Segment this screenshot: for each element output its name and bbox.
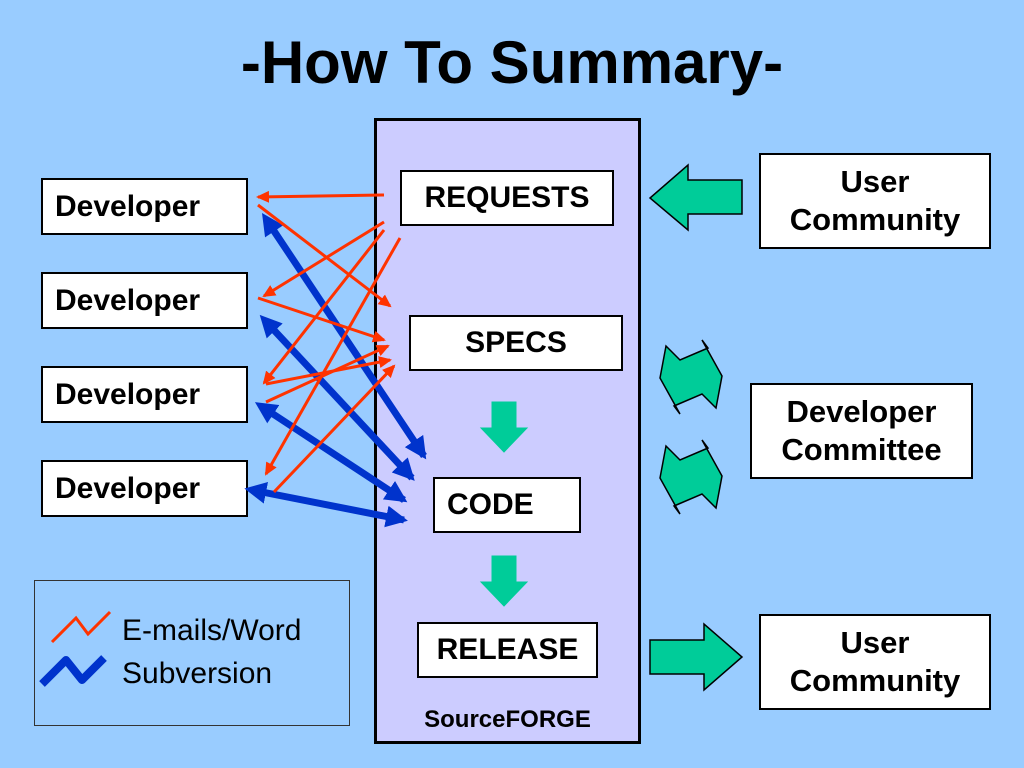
legend-svn-icon <box>39 655 107 687</box>
flow-arrow-right-bottom <box>649 622 744 692</box>
code-box[interactable]: CODE <box>433 477 581 533</box>
email-arrow-5 <box>264 237 402 476</box>
legend-box <box>34 580 350 726</box>
requests-box[interactable]: REQUESTS <box>400 170 614 226</box>
developer-box-4[interactable]: Developer <box>41 460 248 517</box>
email-arrow-4 <box>262 229 386 385</box>
developer-box-1[interactable]: Developer <box>41 178 248 235</box>
user-community-line-1: User <box>840 625 910 660</box>
double-arrow-upper <box>659 339 723 415</box>
email-arrow-9 <box>272 364 396 494</box>
email-arrow-2 <box>257 203 392 308</box>
code-label: CODE <box>447 488 534 521</box>
release-label: RELEASE <box>436 633 579 666</box>
sourceforge-label: SourceFORGE <box>424 706 591 733</box>
release-box[interactable]: RELEASE <box>417 622 598 678</box>
user-community-line-1: User <box>840 164 910 199</box>
user-community-bottom-box[interactable]: User Community <box>759 614 991 710</box>
specs-box[interactable]: SPECS <box>409 315 623 371</box>
developer-label: Developer <box>55 471 201 505</box>
user-community-line-2: Community <box>789 202 961 237</box>
developer-committee-line-1: Developer <box>786 394 937 429</box>
email-arrow-6 <box>257 296 386 343</box>
email-arrow-3 <box>262 220 385 298</box>
flow-arrow-down-1 <box>479 401 529 453</box>
page-title: -How To Summary- <box>240 29 784 96</box>
user-community-top-box[interactable]: User Community <box>759 153 991 249</box>
developer-label: Developer <box>55 377 201 411</box>
flow-arrow-down-2 <box>479 555 529 607</box>
double-arrow-lower <box>659 439 723 515</box>
developer-label: Developer <box>55 189 201 223</box>
developer-label: Developer <box>55 283 201 317</box>
user-community-line-2: Community <box>789 663 961 698</box>
requests-label: REQUESTS <box>424 181 590 214</box>
legend-svn-label: Subversion <box>122 657 273 690</box>
developer-committee-line-2: Committee <box>781 432 942 467</box>
legend-email-icon <box>50 610 112 644</box>
svn-arrow-4 <box>244 481 408 528</box>
developer-box-2[interactable]: Developer <box>41 272 248 329</box>
developer-box-3[interactable]: Developer <box>41 366 248 423</box>
flow-arrow-left-top <box>648 163 743 232</box>
specs-label: SPECS <box>465 326 567 359</box>
legend-email-label: E-mails/Word <box>122 614 302 647</box>
email-arrow-8 <box>265 344 390 404</box>
developer-committee-box[interactable]: Developer Committee <box>750 383 973 479</box>
email-arrow-1 <box>256 190 385 203</box>
